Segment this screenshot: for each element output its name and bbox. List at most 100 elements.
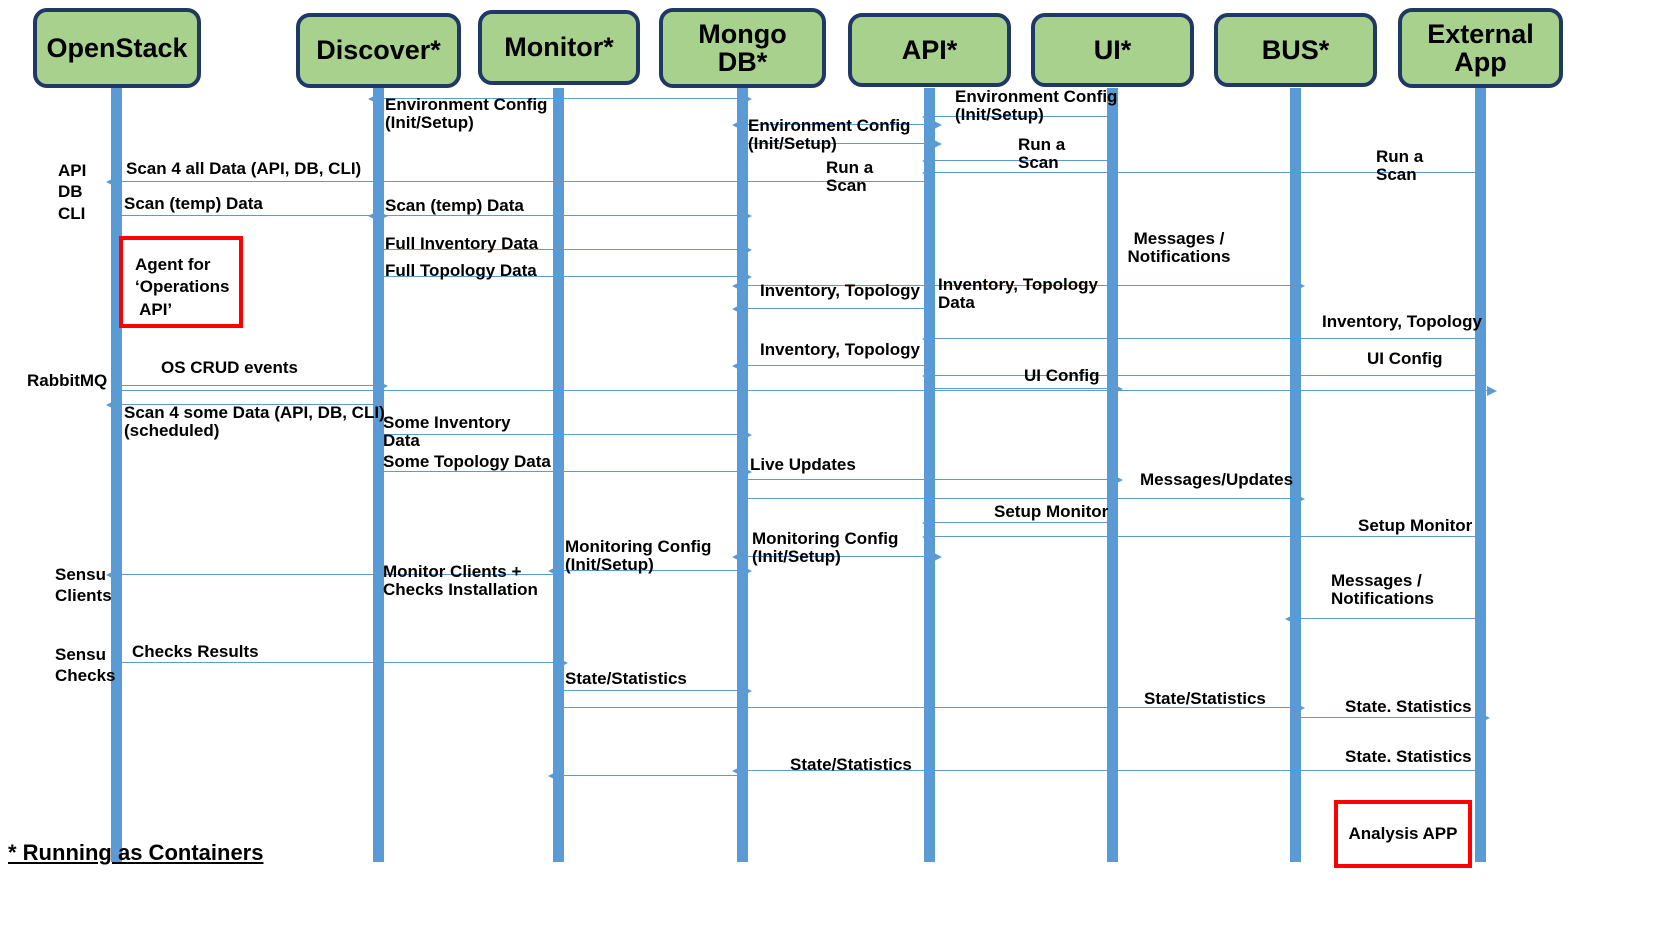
actor-box-discover[interactable]: Discover* — [296, 13, 461, 88]
actor-box-openstack[interactable]: OpenStack — [33, 8, 201, 88]
message-arrow-messages-notifications-2 — [1285, 614, 1480, 624]
message-label-env-config-ui-api: Environment Config (Init/Setup) — [955, 87, 1118, 125]
arrowhead-left-ui-config-ext — [922, 371, 932, 381]
message-arrow-inventory-topology-ext — [922, 334, 1480, 344]
message-label-state-stats-monitor-mongo: State/Statistics — [565, 669, 687, 688]
arrowhead-left-inventory-topology-ext — [922, 334, 932, 344]
actor-box-ui[interactable]: UI* — [1031, 13, 1194, 87]
actor-label-bus: BUS* — [1261, 34, 1330, 65]
message-arrow-messages-updates — [742, 494, 1305, 504]
side-label-rabbitmq: RabbitMQ — [27, 371, 108, 390]
message-label-scan4some-disc-openstack: Scan 4 some Data (API, DB, CLI) (schedul… — [124, 403, 385, 441]
actor-label-ui: UI* — [1093, 34, 1132, 65]
arrowhead-left-monitor-clients-install — [106, 570, 116, 580]
message-arrow-env-config-mongo-api2 — [742, 139, 942, 149]
arrowhead-right-state-stats-monitor-mongo — [742, 686, 752, 696]
message-arrow-monitoring-config-monitor-mongo — [548, 566, 752, 576]
message-label-ui-config-api-ui: UI Config — [1024, 366, 1100, 385]
message-label-run-a-scan-mongo-api: Run a Scan — [826, 158, 874, 196]
arrowhead-left-messages-notifications-2 — [1285, 614, 1295, 624]
message-arrow-run-a-scan-mongo-api — [742, 181, 932, 182]
arrowhead-left-run-a-scan-ui-api — [922, 156, 932, 166]
message-label-state-stats-mongo-monitor: State/Statistics — [790, 755, 912, 774]
message-arrow-state-stats-mongo-monitor — [548, 771, 742, 781]
message-arrow-state-stats-bus-ext — [1295, 713, 1490, 723]
message-label-env-config-monitor-mongo: Environment Config (Init/Setup) — [385, 95, 548, 133]
arrowhead-left-inventory-topology-2 — [732, 361, 742, 371]
message-label-some-topology-data: Some Topology Data — [383, 452, 551, 471]
message-label-scan4all-api-openstack: Scan 4 all Data (API, DB, CLI) — [126, 159, 362, 178]
message-label-inventory-topology-mongo-api: Inventory, Topology Data — [938, 275, 1098, 313]
message-arrow-scan-temp-disc-mongo — [368, 211, 752, 221]
message-arrow-some-inventory-data — [378, 430, 752, 440]
message-label-ui-config-ext: UI Config — [1367, 349, 1443, 368]
message-label-inventory-topology-1: Inventory, Topology — [760, 281, 920, 300]
side-label-sensu-checks: Sensu Checks — [55, 645, 116, 686]
arrowhead-right-env-config-mongo-api — [932, 120, 942, 130]
actor-box-bus[interactable]: BUS* — [1214, 13, 1377, 87]
message-arrow-messages-notifications-1 — [932, 281, 1305, 291]
message-label-monitoring-config-monitor-mongo: Monitoring Config (Init/Setup) — [565, 537, 712, 575]
message-arrow-scan4all-api-openstack — [106, 177, 932, 187]
actor-box-mongodb[interactable]: Mongo DB* — [659, 8, 826, 88]
arrowhead-right-state-stats-bus-ext — [1480, 713, 1490, 723]
side-label-api-db-cli: API DB CLI — [58, 161, 87, 223]
message-arrow-ui-config-ext — [922, 371, 1480, 381]
arrowhead-right-some-inventory-data — [742, 430, 752, 440]
message-arrow-live-updates — [742, 475, 1123, 485]
arrowhead-right-long-thin-line — [1487, 386, 1497, 396]
message-label-messages-notifications-2: Messages / Notifications — [1331, 571, 1434, 609]
actor-label-discover: Discover* — [316, 35, 441, 66]
message-arrow-full-topology-data — [378, 272, 752, 282]
arrowhead-right-monitoring-config-mongo-api — [932, 552, 942, 562]
message-arrow-setup-monitor-ext-api — [922, 532, 1480, 542]
message-label-messages-notifications-1: Messages / Notifications — [1127, 229, 1231, 267]
message-label-state-stats-bus-ext: State. Statistics — [1345, 697, 1472, 716]
arrowhead-left-state-stats-mongo-monitor — [548, 771, 558, 781]
message-label-scan-temp-openstack-disc: Scan (temp) Data — [124, 194, 263, 213]
arrowhead-right-some-topology-data — [742, 467, 752, 477]
arrowhead-left-monitoring-config-monitor-mongo — [548, 566, 558, 576]
arrowhead-left-scan4some-disc-openstack — [106, 400, 116, 410]
message-arrow-monitoring-config-mongo-api — [732, 552, 942, 562]
actor-label-monitor: Monitor* — [504, 32, 614, 63]
arrowhead-left-state-stats-ext-mongo — [732, 766, 742, 776]
actor-box-external_app[interactable]: External App — [1398, 8, 1563, 88]
message-arrow-some-topology-data — [378, 467, 752, 477]
message-arrow-os-crud-events — [116, 381, 388, 391]
lifeline-api — [924, 88, 935, 862]
actor-label-external_app: External App — [1427, 18, 1534, 77]
message-arrow-inventory-topology-1 — [732, 304, 932, 314]
message-label-os-crud-events: OS CRUD events — [161, 358, 298, 377]
message-arrow-checks-results — [116, 658, 568, 668]
actor-label-mongodb: Mongo DB* — [698, 18, 787, 77]
actor-box-monitor[interactable]: Monitor* — [478, 10, 640, 85]
message-label-inventory-topology-ext: Inventory, Topology — [1322, 312, 1482, 331]
message-arrow-inventory-topology-2 — [732, 361, 932, 371]
actor-label-openstack: OpenStack — [46, 32, 188, 63]
message-label-state-stats-mongo-bus: State/Statistics — [1144, 689, 1266, 708]
message-arrow-scan-temp-openstack-disc — [116, 211, 388, 221]
message-arrow-inventory-topology-mongo-api — [732, 281, 932, 291]
message-arrow-env-config-monitor-mongo — [368, 94, 752, 104]
arrowhead-right-ui-config-api-ui — [1113, 384, 1123, 394]
message-arrow-env-config-ui-api — [922, 112, 1113, 122]
message-label-full-inventory-data: Full Inventory Data — [385, 234, 539, 253]
actor-box-api[interactable]: API* — [848, 13, 1011, 87]
message-label-messages-updates: Messages/Updates — [1140, 470, 1294, 489]
arrowhead-right-env-config-mongo-api2 — [932, 139, 942, 149]
message-label-some-inventory-data: Some Inventory Data — [383, 413, 511, 451]
actor-label-api: API* — [901, 34, 958, 65]
arrowhead-left-env-config-ui-api — [922, 112, 932, 122]
arrowhead-left-inventory-topology-mongo-api — [732, 281, 742, 291]
message-arrow-ui-config-api-ui — [932, 384, 1123, 394]
message-label-monitor-clients-install: Monitor Clients + Checks Installation — [383, 562, 538, 600]
message-arrow-run-a-scan-ui-api — [922, 156, 1113, 166]
message-label-setup-monitor-ext-api: Setup Monitor — [1358, 516, 1473, 535]
message-label-run-a-scan-ui-api: Run a Scan — [1018, 135, 1066, 173]
note-agent-note: Agent for ‘Operations API’ — [119, 236, 243, 328]
message-label-checks-results: Checks Results — [132, 642, 259, 661]
arrowhead-left-monitoring-config-mongo-api — [732, 552, 742, 562]
arrowhead-right-state-stats-mongo-bus — [1295, 703, 1305, 713]
